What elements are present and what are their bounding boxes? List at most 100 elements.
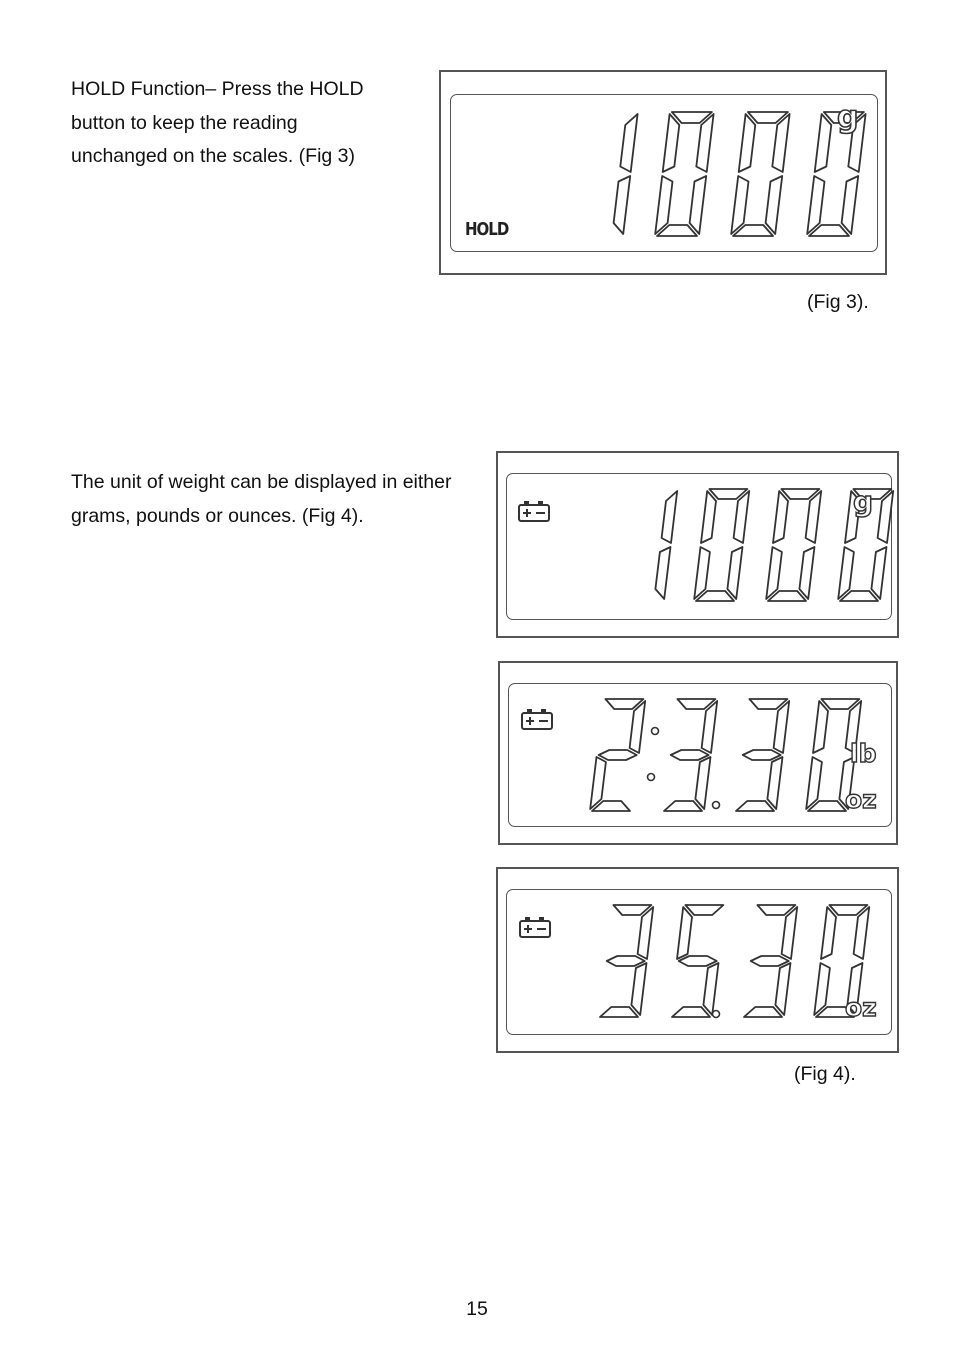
units-description: The unit of weight can be displayed in e… (71, 466, 452, 533)
segment-a (756, 904, 797, 916)
fig4-lb-oz-lcd-screen (508, 683, 892, 827)
segment-c (764, 175, 784, 235)
fig4-lb-oz-lcd-display: lb oz (498, 661, 898, 845)
segment-a (670, 111, 713, 124)
digit-4 (837, 488, 895, 602)
segment-b (852, 906, 871, 960)
segment-a (676, 698, 717, 710)
segment-a (746, 111, 789, 124)
digit-3 (743, 904, 799, 1018)
segment-d (743, 1006, 783, 1018)
segment-d (663, 800, 703, 812)
segment-c (726, 546, 744, 600)
segment-d (599, 1006, 639, 1018)
units-line-2: grams, pounds or ounces. (Fig 4). (71, 504, 364, 527)
decimal-point (711, 800, 721, 810)
digit-3 (765, 488, 823, 602)
fig4-grams-digits (654, 488, 895, 602)
decimal-point (711, 1009, 721, 1019)
segment-e (730, 175, 750, 235)
unit-oz-label: oz (844, 992, 877, 1022)
segment-a (852, 488, 893, 500)
fig4-oz-lcd-screen (506, 889, 892, 1035)
fig3-lcd-screen (450, 94, 878, 252)
segment-a (684, 904, 725, 916)
segment-e (805, 756, 823, 810)
segment-g (605, 955, 646, 967)
segment-c (846, 962, 864, 1016)
segment-f (737, 113, 757, 173)
fig4-grams-lcd-screen (506, 473, 892, 620)
segment-f (812, 700, 829, 754)
segment-c (840, 175, 860, 235)
segment-b (844, 700, 863, 754)
segment-b (700, 700, 719, 754)
unit-g-label: g (836, 99, 859, 136)
segment-c (798, 546, 816, 600)
segment-e (589, 756, 607, 810)
segment-c (702, 962, 720, 1016)
fig4-grams-lcd-display: g (496, 451, 899, 638)
fig3-caption: (Fig 3). (807, 291, 869, 313)
segment-b (619, 113, 639, 173)
digit-4 (806, 111, 867, 237)
colon-dot-upper (650, 726, 660, 736)
digit-1 (654, 490, 679, 600)
segment-e (837, 546, 855, 600)
digit-2 (671, 904, 725, 1018)
segment-f (772, 490, 789, 544)
segment-a (822, 111, 865, 124)
segment-b (771, 113, 791, 173)
segment-g (677, 955, 718, 967)
segment-d (839, 590, 879, 602)
segment-c (870, 546, 888, 600)
segment-a (828, 904, 869, 916)
fig4-caption: (Fig 4). (794, 1063, 856, 1085)
segment-d (656, 224, 698, 237)
segment-c (694, 756, 712, 810)
segment-g (669, 749, 710, 761)
hold-indicator: HOLD (465, 218, 509, 240)
segment-e (654, 175, 674, 235)
hold-line-3: unchanged on the scales. (Fig 3) (71, 145, 356, 167)
segment-b (695, 113, 715, 173)
segment-c (774, 962, 792, 1016)
segment-b (636, 906, 655, 960)
battery-icon (521, 709, 553, 730)
segment-f (820, 906, 837, 960)
digit-3 (735, 698, 791, 812)
segment-b (876, 490, 895, 544)
unit-lb-label: lb (849, 738, 877, 768)
segment-a (748, 698, 789, 710)
segment-b (780, 906, 799, 960)
fig4-oz-lcd-display: oz (496, 867, 899, 1053)
page-number: 15 (466, 1298, 488, 1320)
fig3-lcd-display: HOLD g (439, 70, 887, 275)
digit-1 (599, 904, 655, 1018)
segment-f (813, 113, 833, 173)
segment-g (741, 749, 782, 761)
digit-2 (654, 111, 715, 237)
digit-4 (813, 904, 871, 1018)
segment-d (735, 800, 775, 812)
segment-e (765, 546, 783, 600)
segment-e (813, 962, 831, 1016)
segment-f (700, 490, 717, 544)
segment-f (661, 113, 681, 173)
segment-a (820, 698, 861, 710)
battery-icon (519, 917, 551, 938)
segment-a (780, 488, 821, 500)
segment-b (847, 113, 867, 173)
digit-2 (663, 698, 719, 812)
segment-d (815, 1006, 855, 1018)
segment-b (628, 700, 647, 754)
unit-oz-label: oz (844, 784, 877, 814)
fig4-lb-oz-digits (589, 698, 863, 812)
segment-d (732, 224, 774, 237)
segment-d (808, 224, 850, 237)
segment-c (688, 175, 708, 235)
segment-c (612, 175, 632, 235)
segment-d (695, 590, 735, 602)
colon-dot-lower (646, 772, 656, 782)
segment-a (604, 698, 645, 710)
